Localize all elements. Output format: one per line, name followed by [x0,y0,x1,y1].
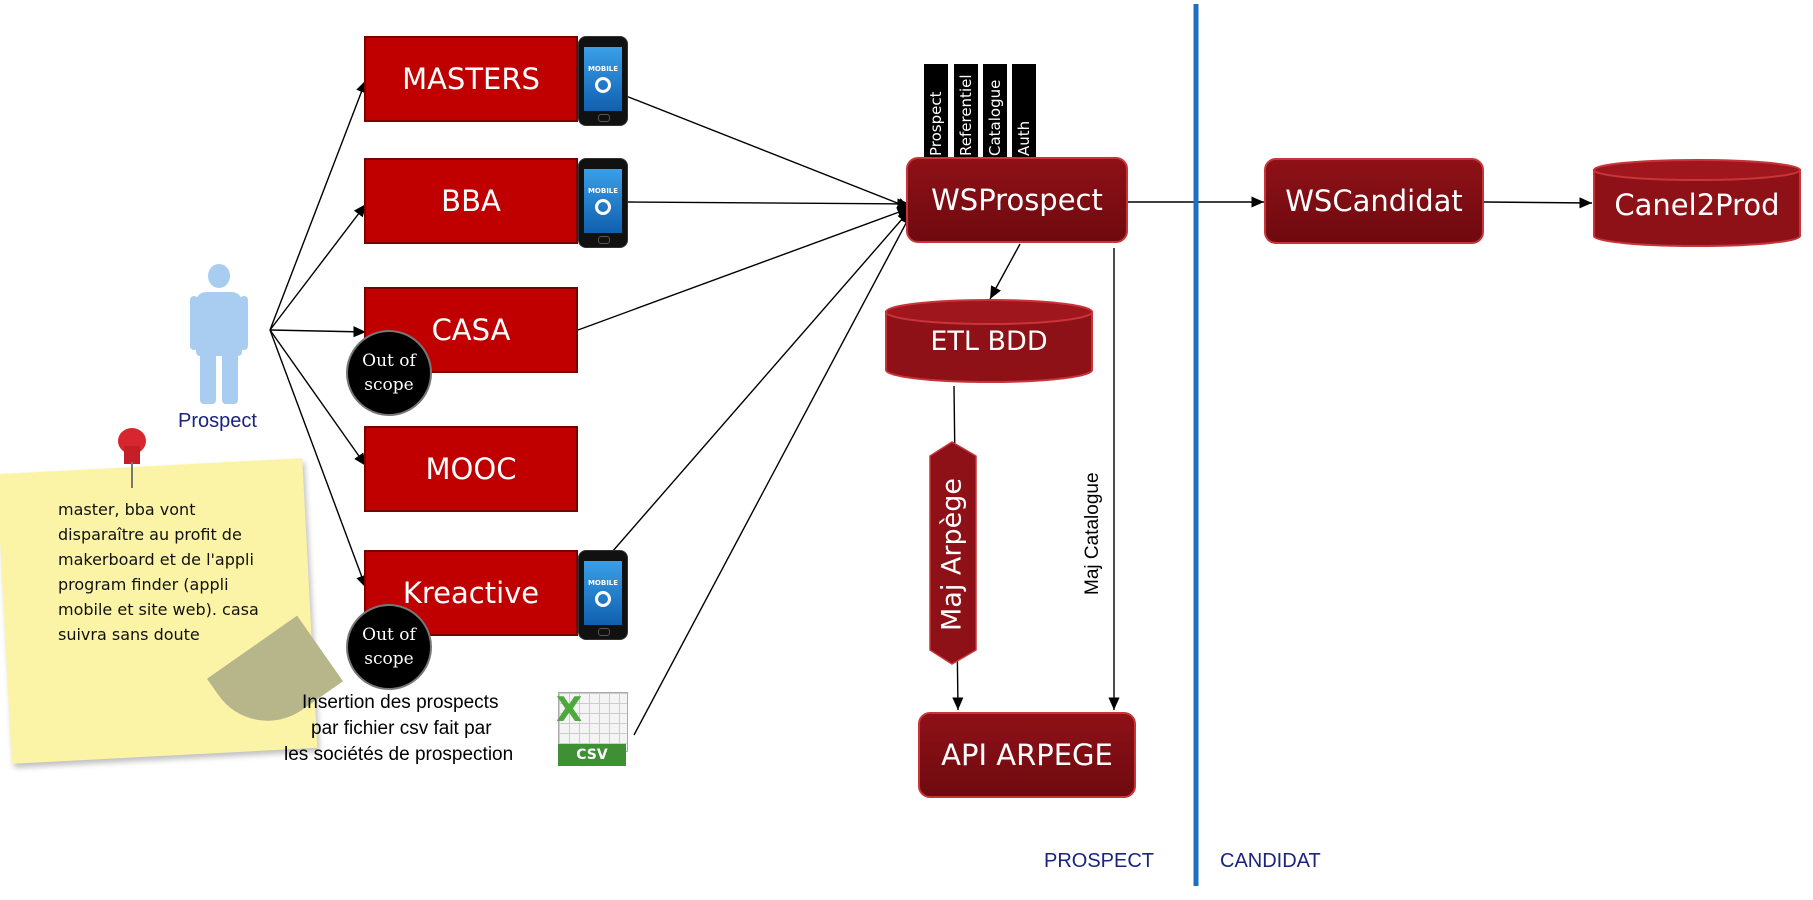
ws-tab-auth: Auth [1012,64,1036,160]
maj-arpege-shape [929,441,977,665]
edge-prospect-casa [269,326,367,338]
canel2prod-cylinder [1593,159,1801,247]
edge-ws-etl [989,243,1021,300]
api-arpege-service[interactable]: API ARPEGE [918,712,1136,798]
channel-mooc[interactable]: MOOC [364,426,578,512]
sticky-note-text: master, bba vont disparaître au profit d… [58,500,259,644]
csv-caption-line-3: les sociétés de prospection [284,744,514,765]
out-of-scope-badge-casa: Out of scope [346,330,432,416]
zone-label-candidat: CANDIDAT [1220,850,1321,872]
mobile-phone-icon: MOBILE [578,36,628,126]
channel-bba[interactable]: BBA [364,158,578,244]
prospect-actor-label: Prospect [178,410,257,432]
edge-prospect-mooc [269,329,367,467]
canel2prod-label: Canel2Prod [1614,188,1780,222]
pushpin-icon [116,428,148,488]
edge-casa-ws [577,207,911,331]
etl-bdd-label: ETL BDD [930,326,1048,357]
mobile-phone-icon: MOBILE [578,158,628,248]
edge-bba-ws [625,198,911,210]
edge-kreactive-ws [611,209,911,553]
prospect-actor-icon [190,264,248,404]
edge-masters-ws [625,95,911,209]
edge-wscandidat-canel [1483,197,1593,209]
ws-tab-catalogue: Catalogue [983,64,1007,160]
ws-tab-referentiel: Referentiel [954,64,978,160]
edge-csv-ws [633,211,913,736]
ws-tab-prospect: Prospect [924,64,948,160]
edge-prospect-bba [269,203,367,331]
edge-prospect-kreactive [269,329,367,589]
zone-label-prospect: PROSPECT [1044,850,1155,872]
ws-prospect-service[interactable]: WSProspect [906,157,1128,243]
maj-arpege-label: Maj Arpège [936,478,968,632]
mobile-phone-icon: MOBILE [578,550,628,640]
out-of-scope-badge-kreactive: Out of scope [346,604,432,690]
csv-caption-line-2: par fichier csv fait par [311,718,492,739]
maj-catalogue-label: Maj Catalogue [1082,472,1103,596]
ws-candidat-service[interactable]: WSCandidat [1264,158,1484,244]
channel-masters[interactable]: MASTERS [364,36,578,122]
etl-bdd-cylinder [885,299,1093,383]
csv-file-icon: X CSV [554,690,630,766]
csv-caption-line-1: Insertion des prospects [302,692,499,713]
edge-prospect-masters [269,79,367,331]
